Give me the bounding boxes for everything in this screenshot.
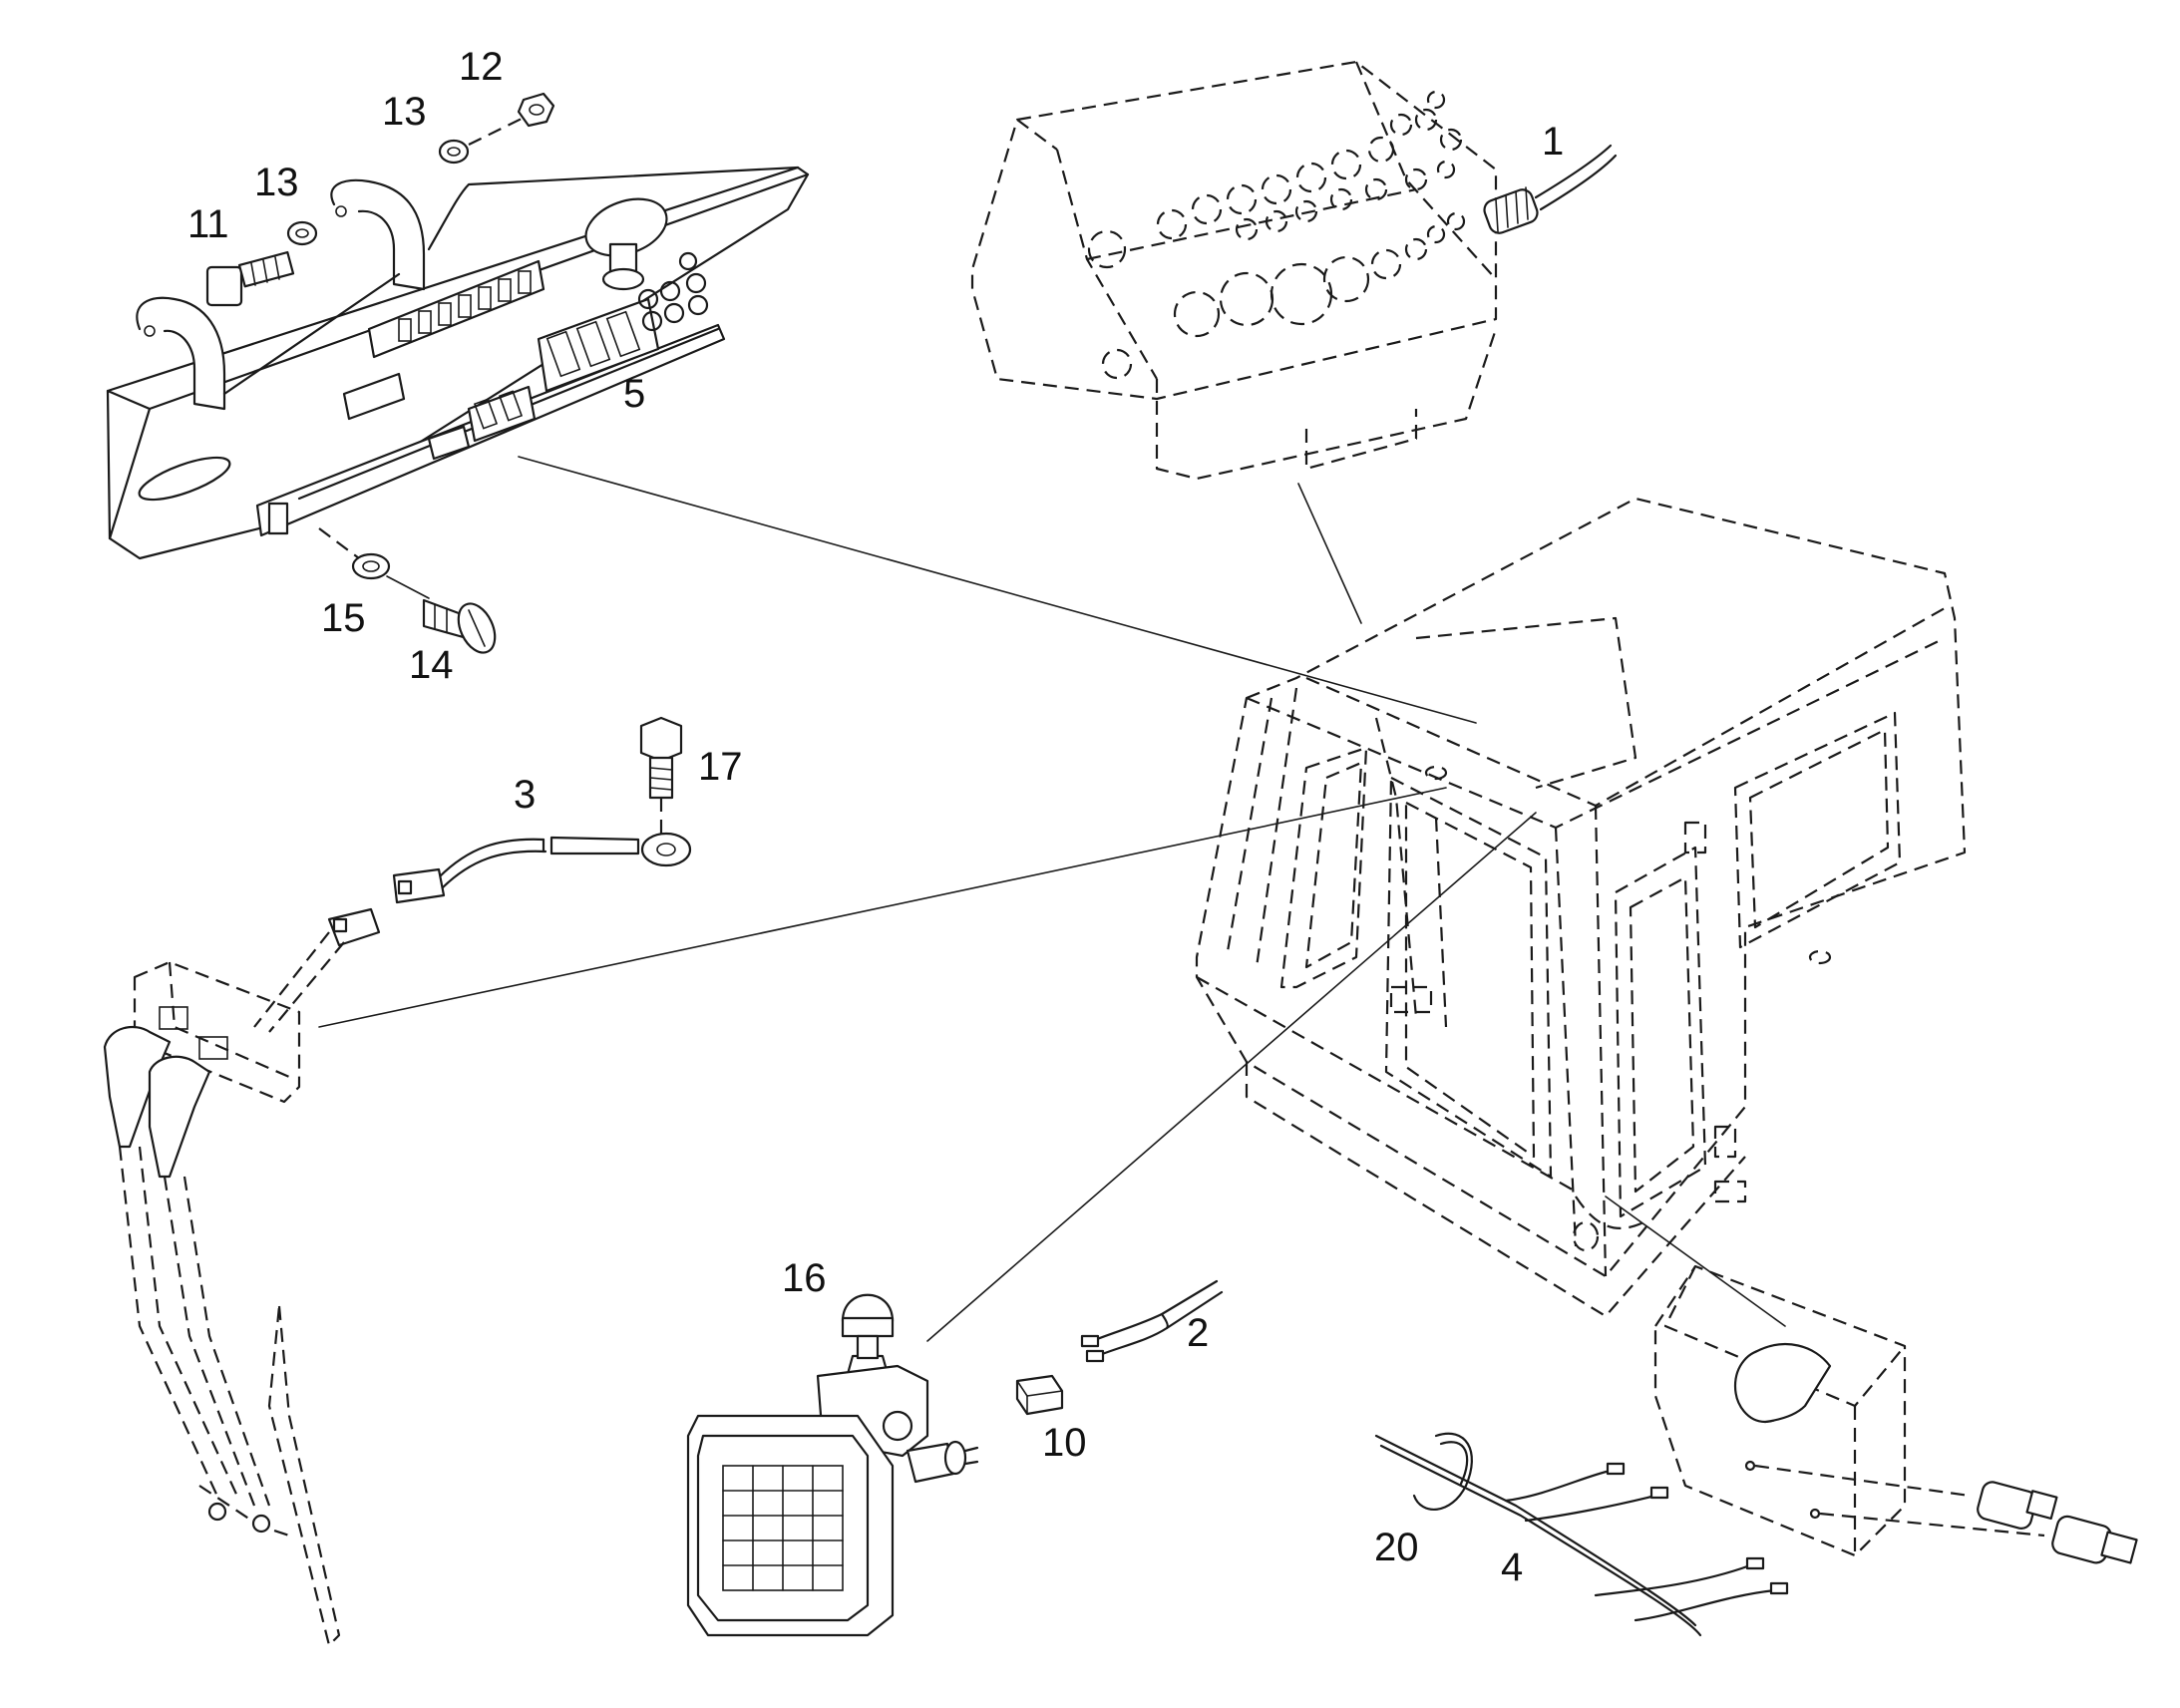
bolt-part-11	[205, 250, 295, 307]
wiper-spindles	[159, 1006, 228, 1060]
harness-part-4	[1374, 1434, 1789, 1637]
connector-part-1	[1483, 144, 1618, 234]
cap-part-16	[841, 1293, 895, 1338]
callout-15: 15	[321, 596, 366, 640]
gauge-holes	[1087, 90, 1466, 380]
wiper-motor-assembly	[103, 907, 381, 1647]
handle-left	[136, 296, 226, 411]
callout-5: 5	[623, 372, 645, 416]
nut-part-12	[517, 92, 555, 128]
switch-row	[398, 270, 532, 342]
leader-line-washer-tank	[1605, 1196, 1786, 1327]
callout-labels: 1 2 3 4 5 10 11 12 13 13 14 15 16 17 20	[187, 45, 1564, 1589]
washer-part-13-lower	[286, 220, 318, 246]
callout-11: 11	[187, 202, 229, 246]
callout-17: 17	[698, 745, 743, 789]
handle-right	[330, 178, 426, 291]
washer-part-15	[351, 552, 391, 580]
callout-2: 2	[1187, 1311, 1209, 1355]
leader-line-wiper	[318, 787, 1447, 1028]
leader-line-lamp	[926, 812, 1537, 1342]
callout-13-upper: 13	[382, 90, 427, 134]
callout-14: 14	[409, 643, 454, 687]
button-cluster	[637, 251, 709, 332]
callout-10: 10	[1042, 1421, 1087, 1465]
dashboard-panel	[970, 60, 1498, 481]
callout-1: 1	[1542, 120, 1564, 164]
harness-part-2	[1080, 1279, 1224, 1363]
callout-13-lower: 13	[254, 161, 299, 204]
cable-tie-part-20	[1412, 1432, 1473, 1511]
cable-part-3	[392, 832, 692, 904]
washer-pump-upper	[1977, 1481, 2058, 1530]
screw-part-14	[422, 598, 497, 654]
leader-line-dashboard	[1297, 483, 1362, 624]
leader-line-console	[518, 456, 1477, 724]
callout-4: 4	[1501, 1545, 1523, 1589]
callout-20: 20	[1374, 1526, 1419, 1569]
washer-pump-lower	[2051, 1515, 2138, 1564]
callout-16: 16	[782, 1256, 827, 1300]
work-lamp-assembly	[686, 1293, 979, 1637]
washer-tank-assembly	[1653, 1264, 2138, 1564]
washer-part-13-upper	[438, 139, 470, 165]
bolt-part-17	[639, 716, 683, 834]
rotary-knob	[584, 197, 668, 291]
cab-structure	[1195, 497, 1967, 1318]
lamp-lens-grid	[722, 1465, 844, 1591]
terminal-part-10	[1015, 1374, 1064, 1416]
control-console-part-5	[106, 166, 810, 560]
callout-3: 3	[514, 773, 536, 817]
callout-12: 12	[459, 45, 504, 89]
